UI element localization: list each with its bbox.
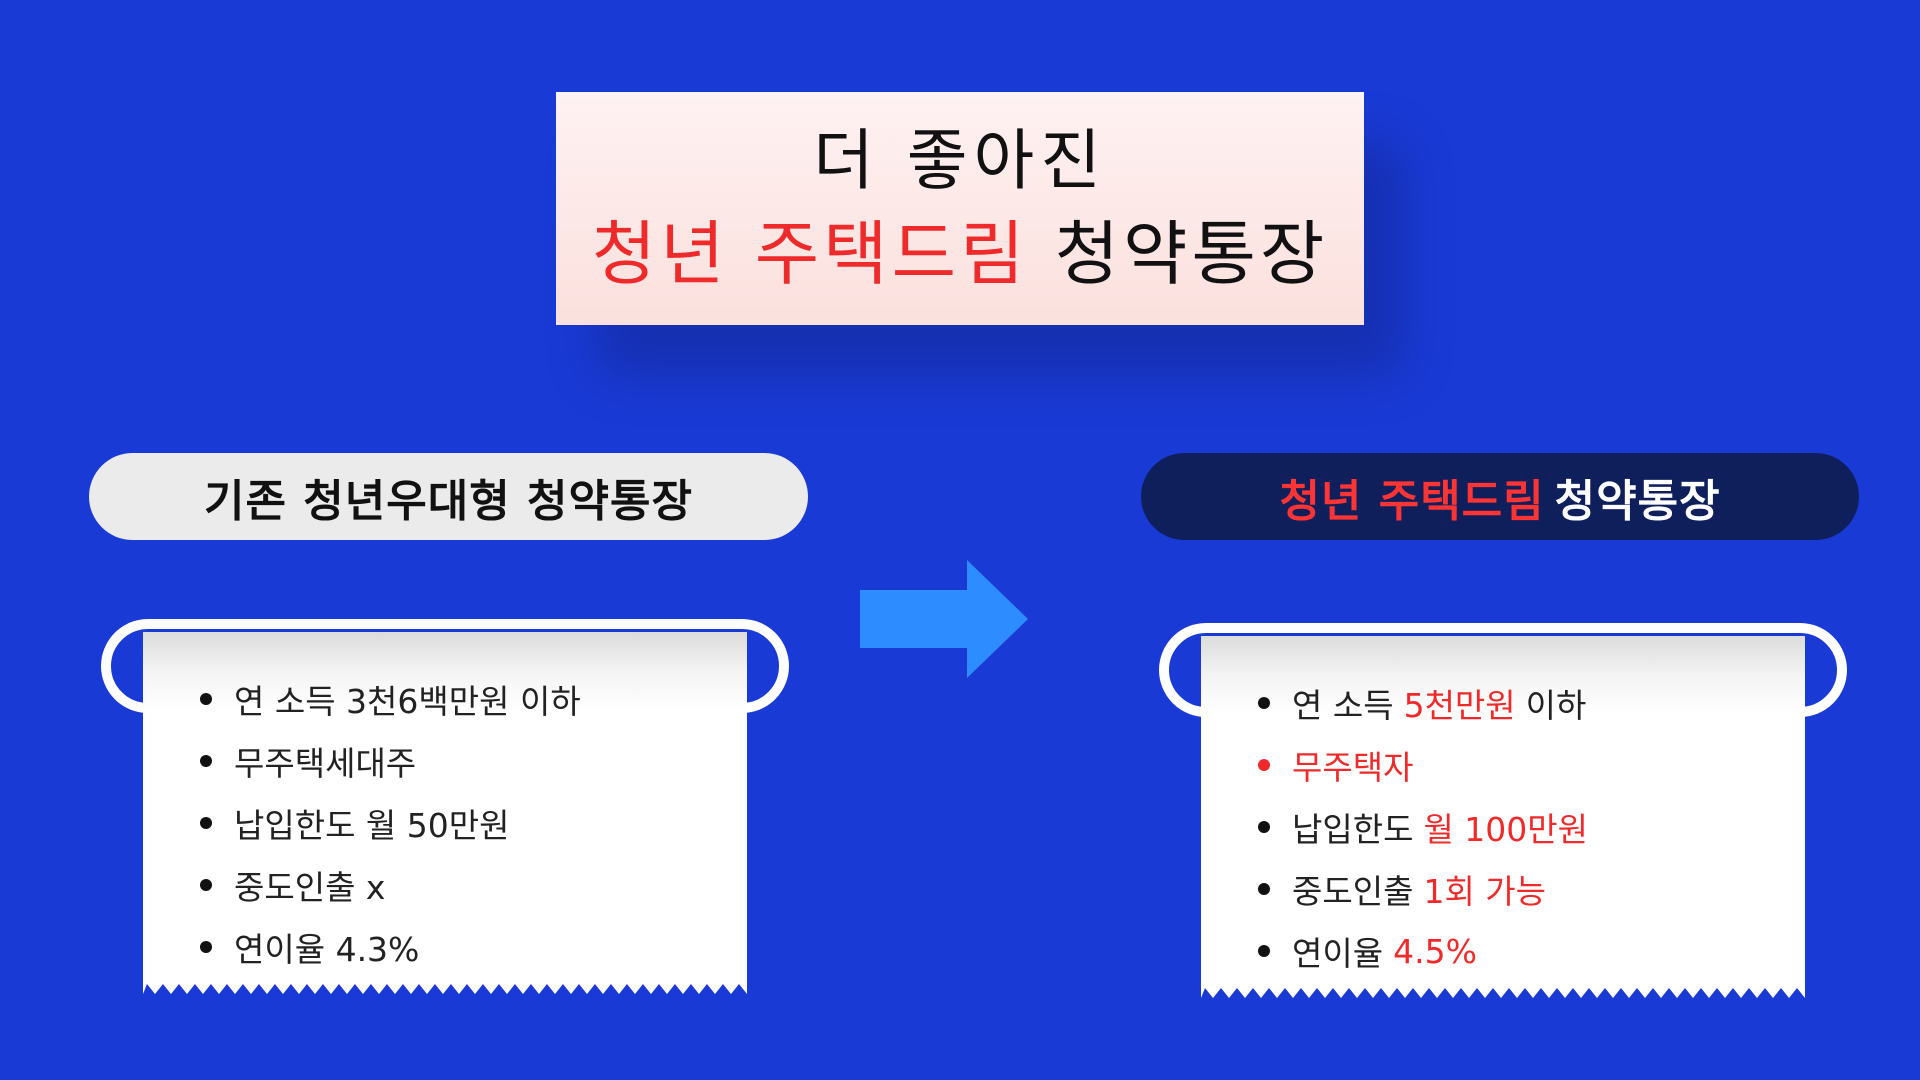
highlight-value: 1회 가능 <box>1423 872 1547 911</box>
title-line-2: 청년 주택드림 청약통장 <box>592 206 1329 302</box>
bullet-icon <box>200 693 212 705</box>
list-item: 연이율 4.5% <box>1258 920 1588 982</box>
torn-edge <box>1201 984 1805 998</box>
new-conditions-list: 연 소득 5천만원 이하 무주택자 납입한도 월 100만원 중도인출 1회 <box>1258 672 1588 982</box>
existing-account-pill: 기존 청년우대형 청약통장 <box>89 453 808 540</box>
bullet-icon <box>1258 697 1270 709</box>
list-item: 무주택세대주 <box>200 730 581 792</box>
bullet-icon <box>200 879 212 891</box>
conditions-sheet <box>143 632 747 980</box>
highlight-value: 5천만원 <box>1403 686 1516 725</box>
highlight-value: 무주택자 <box>1292 748 1414 787</box>
list-item: 연이율 4.3% <box>200 916 581 978</box>
conditions-sheet <box>1201 636 1805 984</box>
highlight-value: 월 100만원 <box>1423 810 1589 849</box>
list-item: 무주택자 <box>1258 734 1588 796</box>
list-item: 납입한도 월 50만원 <box>200 792 581 854</box>
title-line-1: 더 좋아진 <box>813 121 1107 199</box>
title-highlight: 청년 주택드림 <box>591 212 1029 295</box>
list-item: 납입한도 월 100만원 <box>1258 796 1588 858</box>
bullet-icon <box>200 817 212 829</box>
bullet-icon <box>200 755 212 767</box>
torn-edge <box>143 980 747 994</box>
list-item: 중도인출 x <box>200 854 581 916</box>
existing-conditions-scroll: 연 소득 3천6백만원 이하 무주택세대주 납입한도 월 50만원 중도인출 x… <box>100 618 790 998</box>
existing-account-label: 기존 청년우대형 청약통장 <box>204 475 693 527</box>
new-conditions-scroll: 연 소득 5천만원 이하 무주택자 납입한도 월 100만원 중도인출 1회 <box>1158 622 1848 1002</box>
list-item: 연 소득 5천만원 이하 <box>1258 672 1588 734</box>
title-card: 더 좋아진 청년 주택드림 청약통장 <box>556 92 1364 325</box>
bullet-icon <box>1258 945 1270 957</box>
new-account-pill: 청년 주택드림 청약통장 <box>1141 453 1859 540</box>
bullet-icon <box>200 941 212 953</box>
existing-conditions-list: 연 소득 3천6백만원 이하 무주택세대주 납입한도 월 50만원 중도인출 x… <box>200 668 581 978</box>
list-item: 중도인출 1회 가능 <box>1258 858 1588 920</box>
bullet-icon <box>1258 821 1270 833</box>
bullet-icon <box>1258 883 1270 895</box>
list-item: 연 소득 3천6백만원 이하 <box>200 668 581 730</box>
right-arrow-icon <box>860 560 1028 678</box>
bullet-icon <box>1258 759 1270 771</box>
title-suffix: 청약통장 <box>1054 212 1329 295</box>
highlight-value: 4.5% <box>1393 931 1477 971</box>
new-account-label-suffix: 청약통장 <box>1554 475 1721 527</box>
new-account-label-highlight: 청년 주택드림 <box>1279 475 1545 527</box>
